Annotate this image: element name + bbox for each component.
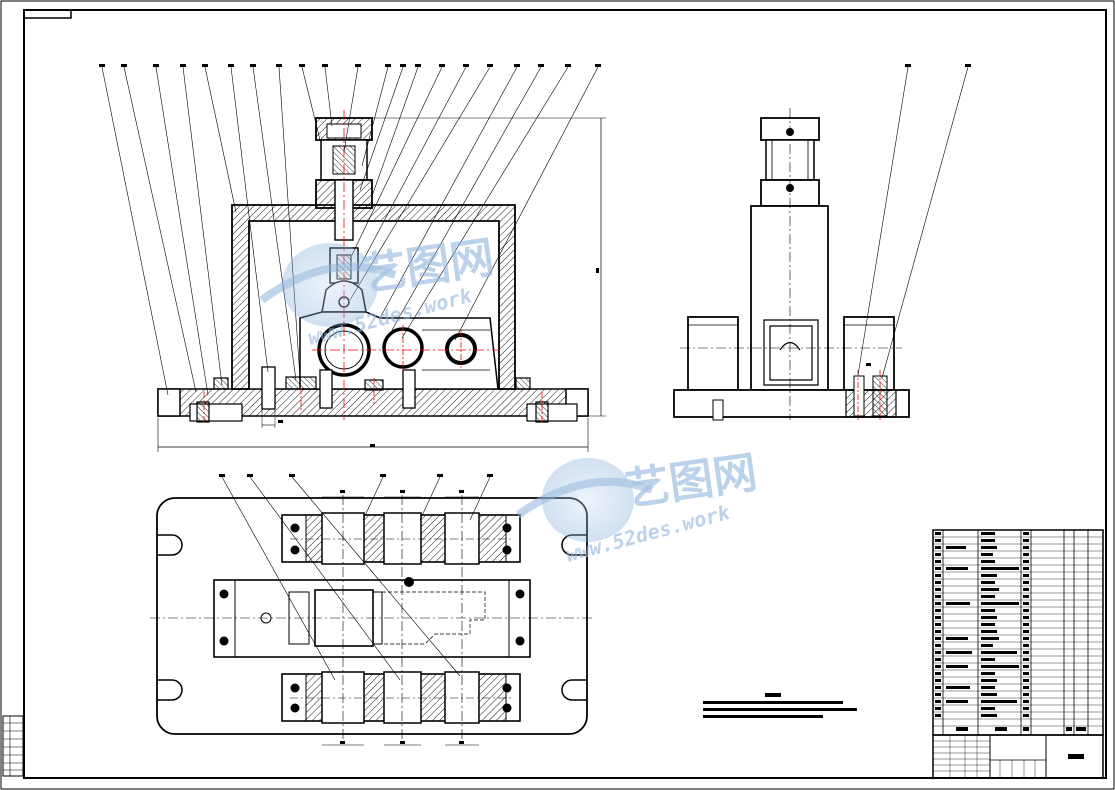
front-view bbox=[157, 110, 606, 452]
top-view bbox=[150, 490, 595, 746]
parts-list bbox=[932, 529, 1104, 779]
side-leaders bbox=[857, 64, 971, 379]
front-part-numbers bbox=[99, 64, 601, 67]
parts-list-entries bbox=[935, 532, 1086, 759]
inner-frame bbox=[23, 9, 1107, 779]
corner-tab bbox=[23, 9, 72, 19]
front-leaders bbox=[101, 66, 599, 396]
top-leaders bbox=[219, 474, 493, 681]
watermark-cn-text-2: 艺图网 bbox=[622, 447, 760, 516]
watermark-cn-text: 艺图网 bbox=[359, 232, 497, 301]
watermark-globe-icon-2 bbox=[515, 458, 654, 542]
technical-requirements bbox=[703, 693, 857, 718]
side-view bbox=[673, 108, 910, 421]
binding-strip bbox=[2, 715, 24, 777]
watermark-globe-icon bbox=[259, 243, 397, 327]
